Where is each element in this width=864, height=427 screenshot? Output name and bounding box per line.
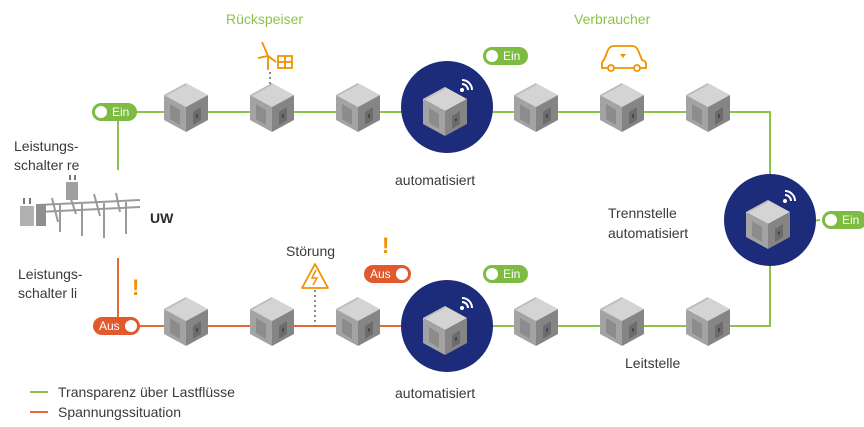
switch-knob	[395, 268, 408, 280]
verbraucher-label: Verbraucher	[574, 11, 651, 27]
automatisiert-bottom-label: automatisiert	[395, 385, 476, 401]
substation-box	[250, 83, 294, 132]
warning-mark-fault: !	[382, 233, 390, 258]
legend-label: Spannungssituation	[58, 404, 181, 420]
substation-box	[336, 297, 380, 346]
substation-box	[164, 297, 208, 346]
trennstelle-label-1: Trennstelle	[608, 205, 677, 221]
switch-state: Ein	[842, 213, 860, 227]
substation-box	[686, 83, 730, 132]
switch-bottom-fault[interactable]: Aus	[364, 265, 411, 283]
uw-label: UW	[150, 210, 174, 226]
stoerung-label: Störung	[286, 243, 336, 259]
electric-car-icon	[601, 45, 647, 72]
switch-knob	[486, 268, 498, 280]
warning-triangle-icon	[301, 263, 329, 289]
automated-station-right	[724, 174, 816, 266]
switch-knob	[486, 50, 498, 62]
trennstelle-label-2: automatisiert	[608, 225, 689, 241]
switch-top-mid[interactable]: Ein	[483, 47, 529, 65]
substation-switchgear-icon	[37, 192, 141, 238]
substation-box	[600, 297, 644, 346]
wind-solar-icon	[257, 41, 293, 70]
leitstelle-label: Leitstelle	[625, 355, 681, 371]
switch-right[interactable]: Ein	[822, 211, 864, 229]
switch-bottom-mid[interactable]: Ein	[483, 265, 529, 283]
switch-top-left[interactable]: Ein	[92, 103, 138, 121]
transformer-icon	[20, 175, 78, 226]
substation-box	[164, 83, 208, 132]
substation-box	[250, 297, 294, 346]
switch-knob	[95, 106, 107, 118]
substation-box	[600, 83, 644, 132]
legend-item-green: Transparenz über Lastflüsse	[30, 383, 235, 401]
automated-station-bottom	[401, 280, 493, 372]
switch-state: Aus	[370, 267, 391, 281]
automated-station-top	[401, 61, 493, 153]
leistungsschalter-re-label-1: Leistungs-	[14, 138, 79, 154]
switch-state: Aus	[99, 319, 120, 333]
substation-box	[686, 297, 730, 346]
legend-item-orange: Spannungssituation	[30, 403, 181, 421]
leistungsschalter-li-label-1: Leistungs-	[18, 266, 83, 282]
substation-box	[514, 297, 558, 346]
legend-swatch	[30, 411, 48, 413]
automatisiert-top-label: automatisiert	[395, 172, 476, 188]
legend-label: Transparenz über Lastflüsse	[58, 384, 235, 400]
rueckspeiser-label: Rückspeiser	[226, 11, 304, 27]
switch-state: Ein	[503, 49, 521, 63]
substation-box	[514, 83, 558, 132]
legend-swatch	[30, 391, 48, 393]
leistungsschalter-re-label-2: schalter re	[14, 157, 80, 173]
switch-knob	[124, 320, 137, 332]
switch-bottom-left[interactable]: Aus	[93, 317, 140, 335]
switch-state: Ein	[112, 105, 130, 119]
switch-knob	[825, 214, 837, 226]
substation-box	[336, 83, 380, 132]
switch-state: Ein	[503, 267, 521, 281]
warning-mark-left: !	[132, 275, 140, 300]
leistungsschalter-li-label-2: schalter li	[18, 285, 78, 301]
